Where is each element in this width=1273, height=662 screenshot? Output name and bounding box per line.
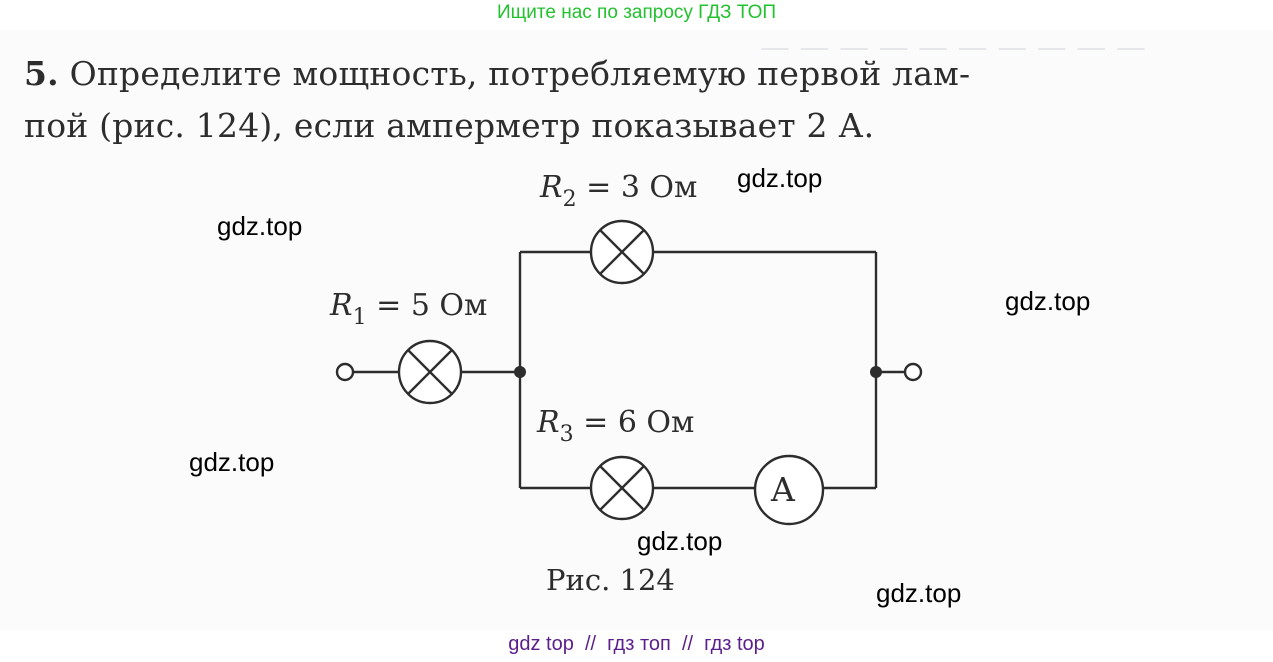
- r3-symbol: R: [537, 405, 560, 440]
- task-text: 5. Определите мощность, потребляемую пер…: [24, 48, 1264, 152]
- bleed-through-text: — — — — — — — — — —: [760, 30, 1146, 65]
- task-number: 5.: [24, 54, 59, 93]
- task-line-2: пой (рис. 124), если амперметр показывае…: [24, 106, 875, 145]
- ammeter-label: A: [771, 470, 795, 509]
- label-r2: R2 = 3 Ом: [540, 170, 697, 212]
- junction-node-left: [514, 366, 526, 378]
- watermark: gdz.top: [876, 578, 962, 608]
- watermark: gdz.top: [217, 211, 303, 241]
- watermark: gdz.top: [1005, 286, 1091, 316]
- r1-symbol: R: [330, 288, 353, 323]
- r1-subscript: 1: [352, 305, 367, 330]
- label-r1: R1 = 5 Ом: [330, 288, 487, 330]
- figure-caption: Рис. 124: [546, 563, 675, 597]
- r3-value: = 6 Ом: [583, 405, 695, 440]
- task-line-1-text: Определите мощность, потребляемую первой…: [69, 54, 971, 93]
- watermark: gdz.top: [737, 163, 823, 193]
- label-r3: R3 = 6 Ом: [537, 405, 694, 447]
- lamp-r1-icon: [397, 339, 463, 405]
- r2-subscript: 2: [562, 187, 577, 212]
- r1-value: = 5 Ом: [376, 288, 488, 323]
- lamp-r2-icon: [589, 219, 655, 285]
- bottom-banner: gdz top // гдз топ // гдз top: [508, 633, 765, 655]
- r2-symbol: R: [540, 170, 563, 205]
- watermark: gdz.top: [189, 447, 275, 477]
- watermark: gdz.top: [637, 526, 723, 556]
- top-banner: Ищите нас по запросу ГДЗ ТОП: [496, 2, 777, 23]
- task-line-1: 5. Определите мощность, потребляемую пер…: [24, 48, 1264, 100]
- lamp-r3-icon: [589, 455, 655, 521]
- r3-subscript: 3: [559, 422, 574, 447]
- ammeter-icon: [753, 454, 825, 526]
- r2-value: = 3 Ом: [586, 170, 698, 205]
- textbook-page: — — — — — — — — — —: [0, 30, 1273, 630]
- input-terminal-icon: [335, 362, 355, 382]
- junction-node-right: [870, 366, 882, 378]
- output-terminal-icon: [903, 362, 923, 382]
